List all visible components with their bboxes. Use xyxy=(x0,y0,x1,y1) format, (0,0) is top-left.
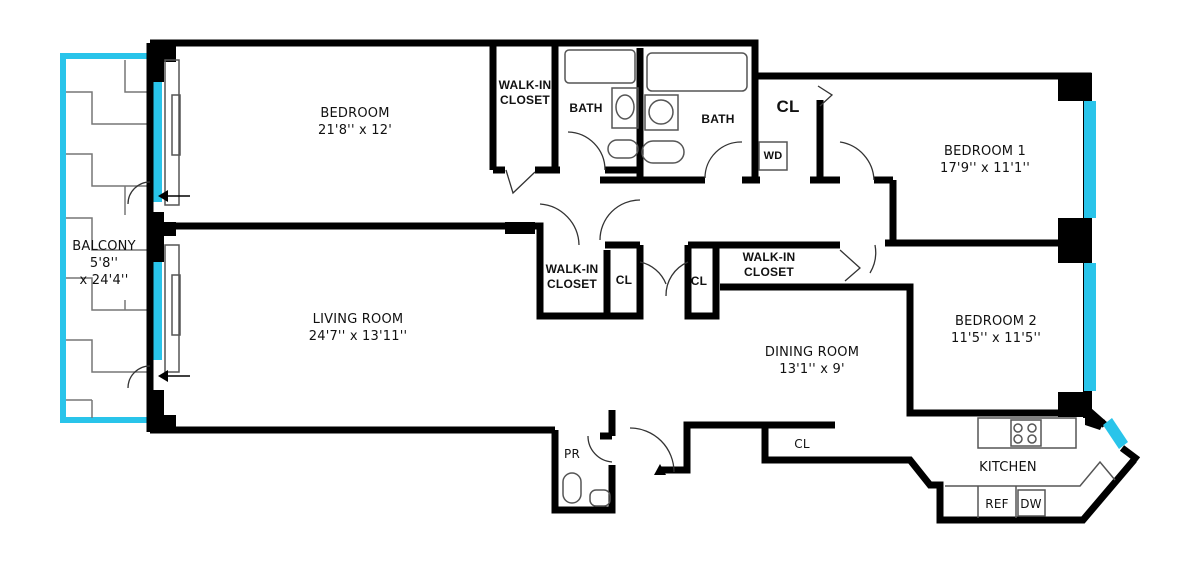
entry-arrows xyxy=(158,190,666,475)
cl-top-label: CL xyxy=(776,97,800,116)
dw-label: DW xyxy=(1020,497,1042,511)
pr-label: PR xyxy=(564,447,580,461)
wall-columns xyxy=(150,40,1105,433)
cl-bottom-label: CL xyxy=(794,437,810,451)
walls xyxy=(146,39,1141,524)
bedroom-label: BEDROOM 21'8'' x 12' xyxy=(317,106,393,138)
entrance-marker xyxy=(654,464,666,475)
bedroom2-window xyxy=(1084,263,1096,391)
bath-a-label: BATH xyxy=(569,101,603,115)
walkin-closet-a-label: WALK-IN CLOSET xyxy=(498,78,552,107)
door-swings xyxy=(127,85,877,473)
cl-mid-a-label: CL xyxy=(615,273,633,287)
living-room-label: LIVING ROOM 24'7'' x 13'11'' xyxy=(308,312,408,344)
kitchen-window xyxy=(1103,418,1128,449)
bedroom-2-label: BEDROOM 2 11'5'' x 11'5'' xyxy=(950,314,1042,346)
bedroom-1-label: BEDROOM 1 17'9'' x 11'1'' xyxy=(939,144,1031,176)
bedroom1-window xyxy=(1084,101,1096,218)
kitchen-label: KITCHEN xyxy=(979,460,1037,475)
walkin-closet-b-label: WALK-IN CLOSET xyxy=(545,262,599,291)
wd-label: WD xyxy=(763,150,783,162)
cl-mid-b-label: CL xyxy=(690,274,708,288)
walkin-closet-c-label: WALK-IN CLOSET xyxy=(742,250,796,279)
dining-room-label: DINING ROOM 13'1'' x 9' xyxy=(764,345,860,377)
balcony-label: BALCONY 5'8'' x 24'4'' xyxy=(72,239,136,288)
washer-dryer-box xyxy=(758,141,788,171)
bath-b-label: BATH xyxy=(701,112,735,126)
ref-label: REF xyxy=(985,497,1009,511)
fixtures xyxy=(164,49,1116,518)
